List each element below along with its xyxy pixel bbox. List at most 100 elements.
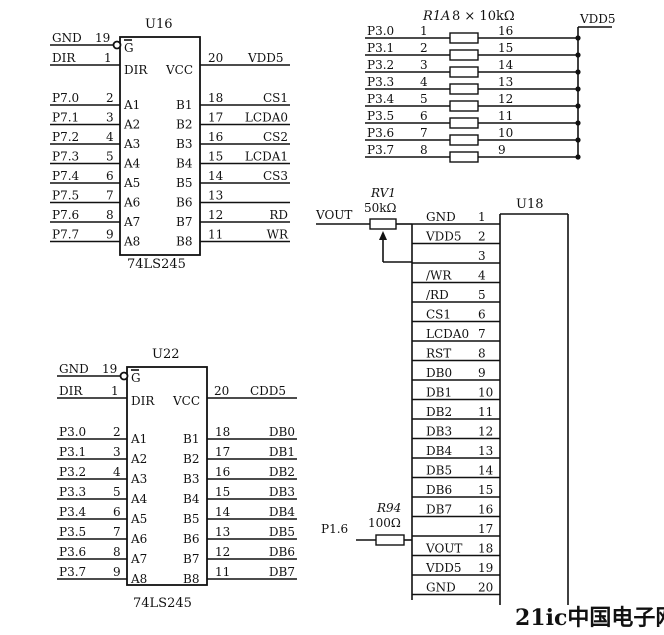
u18-pin-num-12: 13	[478, 444, 493, 458]
u22-a-pin-1: A2	[130, 452, 147, 466]
u22-a-num-7: 9	[113, 565, 121, 579]
r1a-resistor-7	[449, 151, 479, 163]
u16-b-num-5: 13	[208, 189, 223, 203]
u22-b-pin-5: B6	[183, 532, 199, 546]
u18-pin-num-10: 11	[478, 405, 493, 419]
r1a-right-num-0: 16	[498, 24, 513, 38]
rv1-ref: RV1	[370, 186, 396, 200]
r1a-resistor-1	[449, 49, 479, 61]
u18-pin-label-17: VOUT	[425, 542, 462, 556]
u22-a-net-3: P3.3	[59, 485, 86, 499]
u22-b-pin-7: B8	[183, 572, 199, 586]
u18-pin-num-18: 19	[478, 561, 493, 575]
u18-pin-label-10: DB2	[426, 405, 452, 419]
u16-a-net-7: P7.7	[52, 228, 79, 242]
r1a-left-num-7: 8	[420, 143, 428, 157]
u22-a-net-0: P3.0	[59, 425, 86, 439]
u18-pin-label-14: DB6	[426, 483, 452, 497]
u16-b-num-0: 18	[208, 91, 223, 105]
u16-b-net-4: CS3	[263, 169, 288, 183]
r1a-junction-3	[575, 86, 581, 92]
u16-a-num-0: 2	[106, 91, 114, 105]
u22-a-pin-6: A7	[130, 552, 147, 566]
u18-pin-label-12: DB4	[426, 444, 452, 458]
u18-pin-num-15: 16	[478, 503, 493, 517]
u18-pin-num-8: 9	[478, 366, 486, 380]
u18-pin-num-5: 6	[478, 308, 486, 322]
u16-b-net-0: CS1	[263, 91, 288, 105]
u18-pin-label-7: RST	[426, 347, 451, 361]
u16-gnd-num: 19	[95, 31, 110, 45]
r1a-right-num-1: 15	[498, 41, 513, 55]
u18-pin-num-11: 12	[478, 425, 493, 439]
u22-b-pin-6: B7	[183, 552, 199, 566]
u16-vcc-num: 20	[208, 51, 223, 65]
u18-pin-num-13: 14	[478, 464, 494, 478]
u16-a-pin-7: A8	[123, 235, 140, 249]
u22-b-net-7: DB7	[269, 565, 295, 579]
u18-pin-label-18: VDD5	[425, 561, 462, 575]
u16-b-pin-4: B5	[176, 176, 192, 190]
u18-pin-label-1: VDD5	[425, 230, 462, 244]
u18-pin-label-8: DB0	[426, 366, 452, 380]
u16-dir-label: DIR	[52, 51, 76, 65]
u22-b-net-0: DB0	[269, 425, 295, 439]
u16-vcc-net: VDD5	[247, 51, 284, 65]
r1a-resistor-6	[449, 134, 479, 146]
u22-buffer: U22 74LS245 G DIR VCC GND 19 DIR 1 20 CD…	[57, 347, 297, 611]
u16-a-pin-1: A2	[123, 118, 140, 132]
u16-b-pin-2: B3	[176, 137, 192, 151]
u22-a-net-4: P3.4	[59, 505, 87, 519]
u16-a-pin-6: A7	[123, 215, 140, 229]
u16-b-num-3: 15	[208, 150, 223, 164]
u18-pin-label-4: /RD	[426, 288, 449, 302]
u16-vcc-pin: VCC	[165, 63, 193, 77]
u22-a-pin-4: A5	[130, 512, 147, 526]
u18-pin-label-13: DB5	[426, 464, 452, 478]
u22-b-net-2: DB2	[269, 465, 295, 479]
r1a-junction-7	[575, 154, 581, 160]
u22-b-pin-4: B5	[183, 512, 199, 526]
u22-vcc-net: CDD5	[250, 384, 286, 398]
u22-a-num-6: 8	[113, 545, 121, 559]
u18-pin-num-19: 20	[478, 581, 493, 595]
u22-b-num-2: 16	[215, 465, 230, 479]
u18-pin-label-0: GND	[426, 210, 456, 224]
u16-b-num-7: 11	[208, 228, 223, 242]
u16-b-num-6: 12	[208, 208, 223, 222]
u18-pin-num-14: 15	[478, 483, 493, 497]
u22-b-num-6: 12	[215, 545, 230, 559]
u22-dir-label: DIR	[59, 384, 83, 398]
u22-a-pin-3: A4	[130, 492, 148, 506]
u16-b-net-7: WR	[267, 228, 289, 242]
u16-b-pin-3: B4	[176, 157, 193, 171]
r1a-resistor-4	[449, 100, 479, 112]
r94-net: P1.6	[321, 522, 348, 536]
u22-a-net-2: P3.2	[59, 465, 86, 479]
u22-vcc-num: 20	[214, 384, 229, 398]
u18-pin-label-11: DB3	[426, 425, 452, 439]
r1a-left-num-1: 2	[420, 41, 428, 55]
u22-body	[126, 366, 208, 586]
u18-pin-label-19: GND	[426, 581, 456, 595]
u18-pin-num-7: 8	[478, 347, 486, 361]
u18-pin-num-4: 5	[478, 288, 486, 302]
u18-pin-label-15: DB7	[426, 503, 452, 517]
u16-a-net-5: P7.5	[52, 189, 79, 203]
u22-a-num-2: 4	[113, 465, 121, 479]
u18-pin-label-3: /WR	[426, 269, 452, 283]
u22-a-net-7: P3.7	[59, 565, 86, 579]
r94-body	[375, 534, 405, 546]
u16-b-net-2: CS2	[263, 130, 288, 144]
u22-vcc-pin: VCC	[172, 394, 200, 408]
r1a-left-num-0: 1	[420, 24, 428, 38]
u16-g-bubble	[112, 40, 122, 50]
u16-b-num-2: 16	[208, 130, 223, 144]
r1a-right-num-6: 10	[498, 126, 513, 140]
u16-b-pin-1: B2	[176, 118, 192, 132]
r1a-left-num-4: 5	[420, 92, 428, 106]
u16-b-net-1: LCDA0	[245, 111, 288, 125]
u18-pin-num-0: 1	[478, 210, 486, 224]
